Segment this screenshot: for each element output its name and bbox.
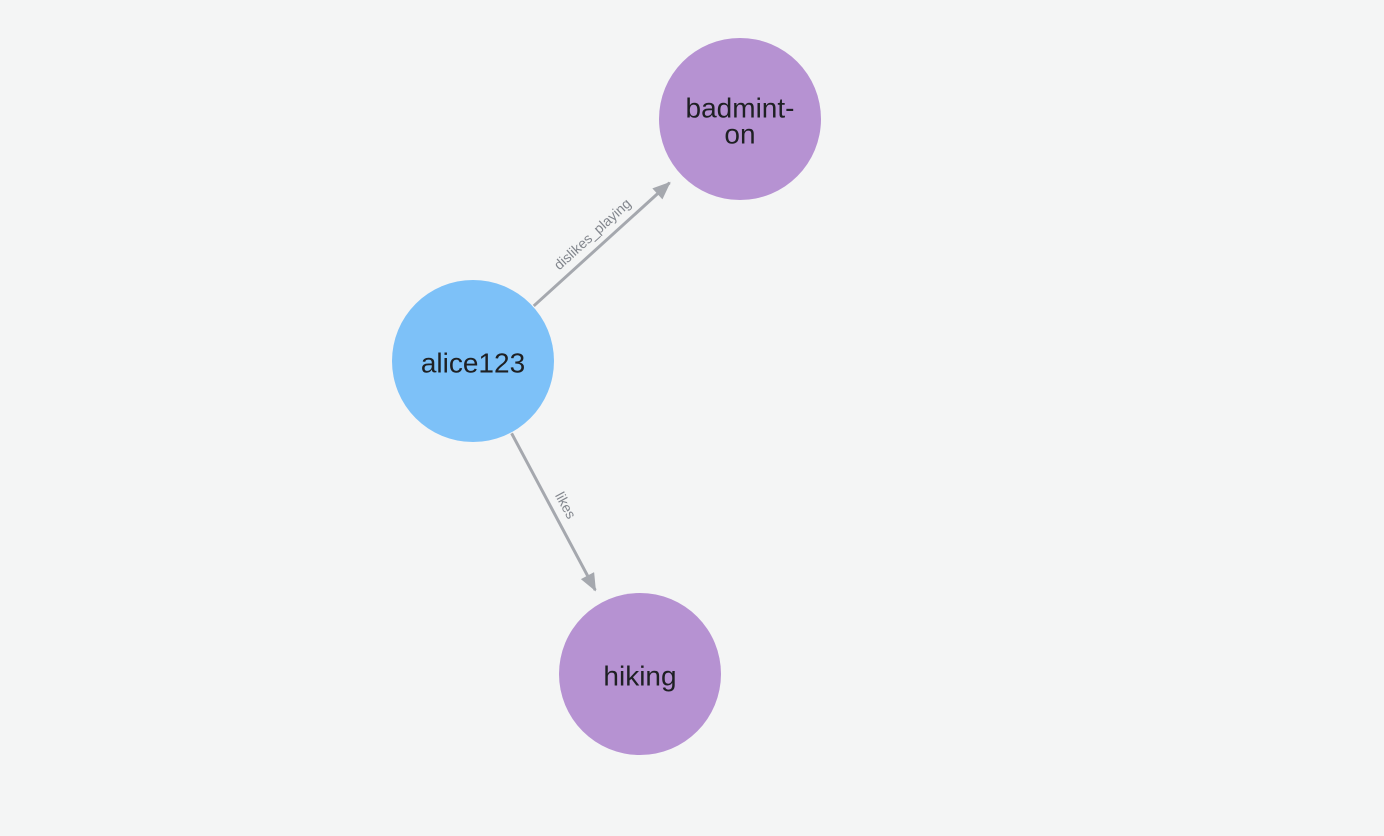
node-badminton[interactable]: badmint-on [659, 38, 821, 200]
node-hiking[interactable]: hiking [559, 593, 721, 755]
node-circle-alice123[interactable] [392, 280, 554, 442]
node-alice123[interactable]: alice123 [392, 280, 554, 442]
node-circle-hiking[interactable] [559, 593, 721, 755]
edge-label-dislikes_playing: dislikes_playing [551, 195, 634, 273]
node-circle-badminton[interactable] [659, 38, 821, 200]
node-label-alice123: alice123 [421, 348, 525, 379]
edge-alice123-badminton [532, 181, 671, 308]
node-label-badminton: badmint-on [686, 93, 795, 150]
edge-alice123-hiking [510, 432, 597, 592]
node-label-hiking: hiking [603, 661, 676, 692]
